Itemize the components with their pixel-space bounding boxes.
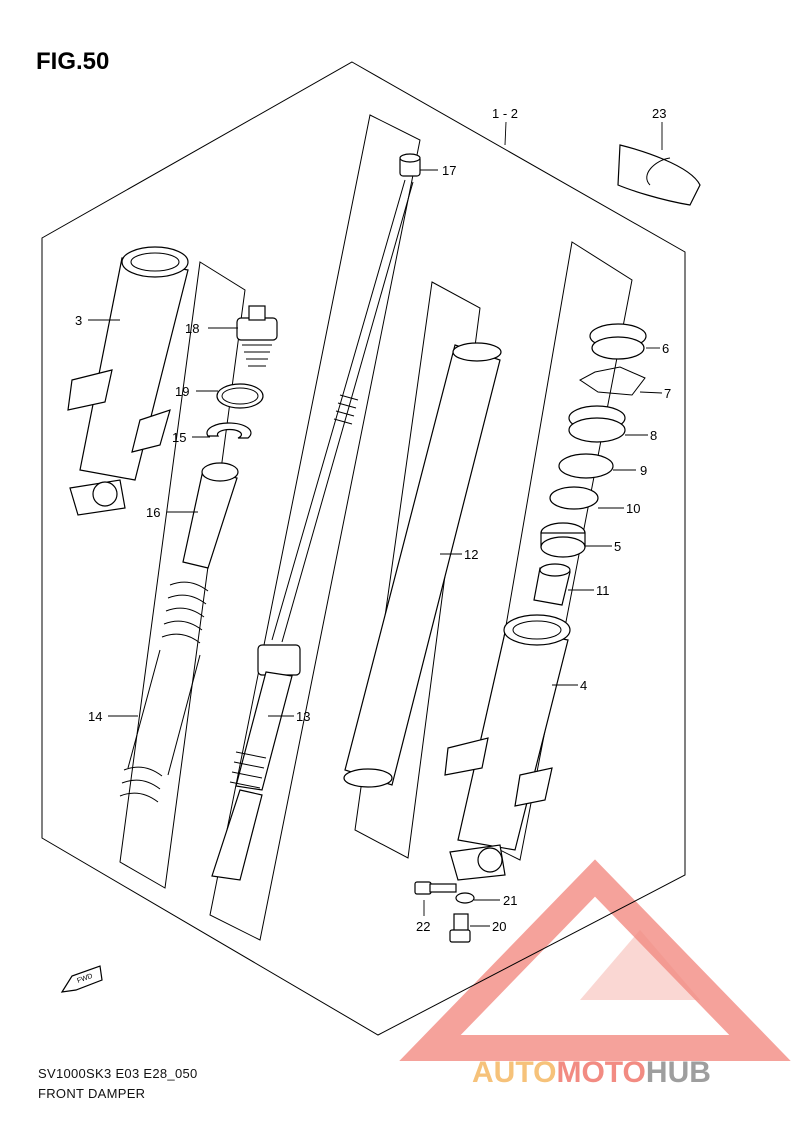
part-10-bushing xyxy=(549,486,599,510)
leader-lines xyxy=(88,121,663,927)
callout-13: 13 xyxy=(296,709,310,724)
callout-20: 20 xyxy=(492,919,506,934)
part-15-washer xyxy=(206,422,252,439)
watermark-text: AUTOMOTOHUB xyxy=(472,1056,711,1089)
caption-name: FRONT DAMPER xyxy=(38,1086,146,1101)
part-9-washer xyxy=(558,453,614,479)
callout-7: 7 xyxy=(664,386,671,401)
callout-10: 10 xyxy=(626,501,640,516)
watermark-logo xyxy=(399,859,791,1061)
callout-8: 8 xyxy=(650,428,657,443)
watermark-moto: MOTO xyxy=(556,1056,645,1089)
part-3-outer-tube xyxy=(67,246,189,516)
callout-5: 5 xyxy=(614,539,621,554)
callout-11: 11 xyxy=(596,583,610,598)
callout-21: 21 xyxy=(503,893,517,908)
part-6-oil-seal xyxy=(589,323,647,360)
callout-9: 9 xyxy=(640,463,647,478)
callout-17: 17 xyxy=(442,163,456,178)
assembly-outline xyxy=(41,61,686,1036)
part-13-damper-rod xyxy=(211,179,414,881)
part-8-bushing xyxy=(568,405,626,443)
part-20-bolt xyxy=(449,913,471,943)
part-22-bolt xyxy=(414,881,457,895)
callout-23: 23 xyxy=(652,106,666,121)
part-12-tube xyxy=(343,342,502,788)
part-18-adjuster xyxy=(236,305,278,367)
callout-18: 18 xyxy=(185,321,199,336)
part-23-guide xyxy=(617,144,701,206)
part-16-spacer xyxy=(182,462,239,569)
part-5-bushing xyxy=(540,522,586,558)
fwd-arrow-icon: FWD xyxy=(60,965,103,993)
callout-22: 22 xyxy=(416,919,430,934)
watermark-hub: HUB xyxy=(646,1056,711,1089)
part-11-spacer xyxy=(533,563,571,606)
callout-14: 14 xyxy=(88,709,102,724)
callout-12: 12 xyxy=(464,547,478,562)
callout-4: 4 xyxy=(580,678,587,693)
callout-15: 15 xyxy=(172,430,186,445)
part-14-spring xyxy=(119,581,209,803)
caption-code: SV1000SK3 E03 E28_050 xyxy=(38,1066,198,1081)
callout-6: 6 xyxy=(662,341,669,356)
callout-16: 16 xyxy=(146,505,160,520)
part-4-outer-tube xyxy=(444,614,571,881)
part-21-washer xyxy=(455,892,475,904)
figure-title: FIG.50 xyxy=(36,48,110,75)
part-17-nut xyxy=(399,153,421,177)
watermark-auto: AUTO xyxy=(472,1056,556,1089)
callout-3: 3 xyxy=(75,313,82,328)
callout-19: 19 xyxy=(175,384,189,399)
spring-frame xyxy=(119,261,246,889)
callout-1-2: 1 - 2 xyxy=(492,106,518,121)
part-7-stopper-ring xyxy=(579,366,646,396)
